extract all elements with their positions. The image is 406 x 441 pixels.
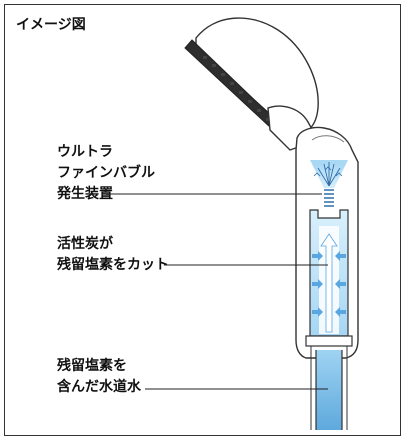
label-carbon-line-1: 活性炭が xyxy=(57,236,113,252)
label-bubble-line-3: 発生装置 xyxy=(57,186,113,202)
spray-nozzles xyxy=(203,56,270,121)
diagram-title: イメージ図 xyxy=(16,17,86,33)
label-carbon-line-2: 残留塩素をカット xyxy=(57,257,169,273)
filtration-arrows xyxy=(312,251,346,317)
label-water-line-1: 残留塩素を xyxy=(57,358,127,374)
label-bubble-generator: ウルトラ ファインバブル 発生装置 xyxy=(57,142,155,205)
label-water-line-2: 含んだ水道水 xyxy=(57,379,141,395)
label-activated-carbon: 活性炭が 残留塩素をカット xyxy=(57,234,169,276)
shower-head xyxy=(184,17,320,151)
label-tap-water: 残留塩素を 含んだ水道水 xyxy=(57,356,141,398)
water-hose xyxy=(310,346,348,430)
label-bubble-line-2: ファインバブル xyxy=(57,165,155,181)
bubble-generator xyxy=(310,160,348,207)
carbon-filter xyxy=(305,209,353,347)
label-bubble-line-1: ウルトラ xyxy=(57,144,113,160)
